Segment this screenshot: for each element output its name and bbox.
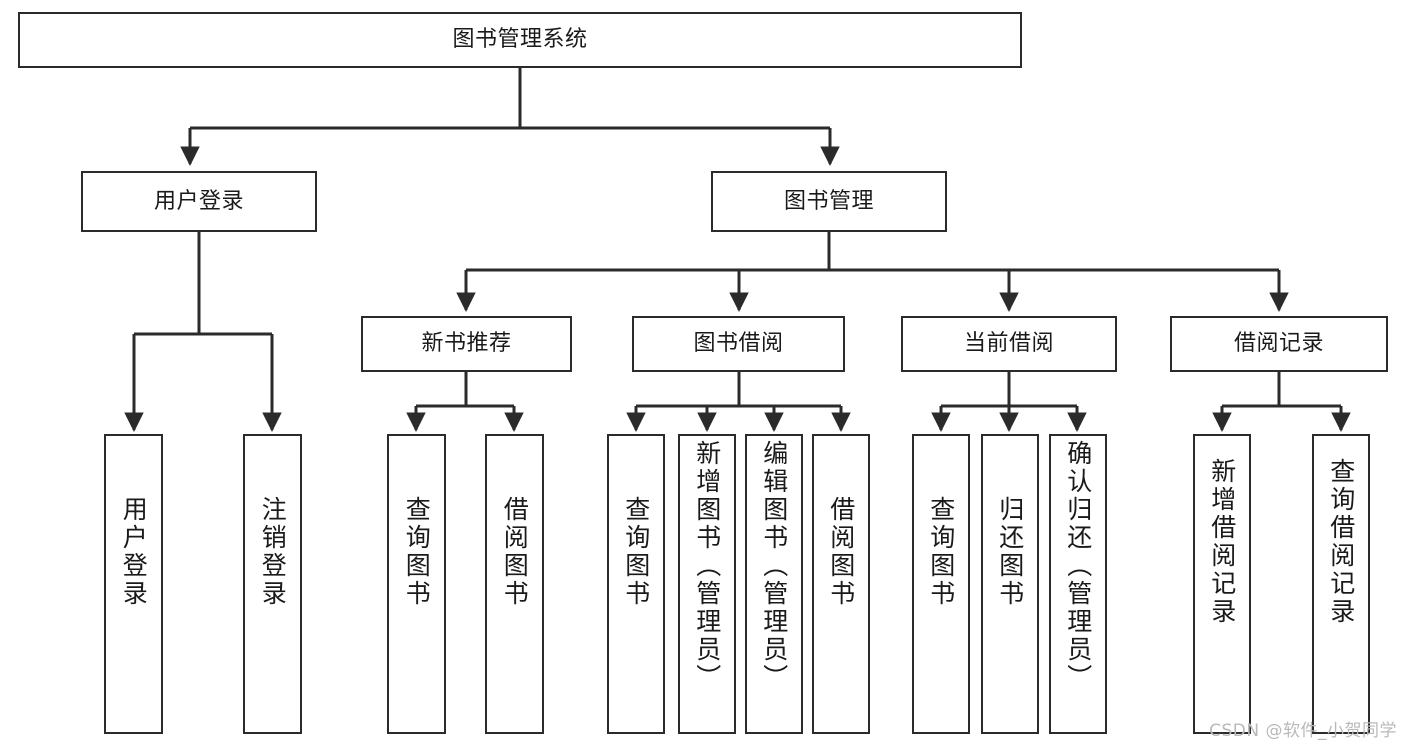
node-leaf-logout-label: 注销登录 [258,496,288,608]
node-leaf-user-login-label: 用户登录 [119,496,149,608]
node-leaf-add-book[interactable]: 新增图书（管理员） [678,434,736,734]
node-book-borrow[interactable]: 图书借阅 [632,316,845,372]
node-new-book-recommend-label: 新书推荐 [421,331,512,357]
node-leaf-borrow-book[interactable]: 借阅图书 [812,434,870,734]
node-leaf-add-record[interactable]: 新增借阅记录 [1193,434,1251,734]
node-leaf-return-book-label: 归还图书 [995,496,1025,608]
node-leaf-query-record[interactable]: 查询借阅记录 [1312,434,1370,734]
node-leaf-borrow-book-new-label: 借阅图书 [500,496,530,608]
node-leaf-borrow-book-new[interactable]: 借阅图书 [485,434,544,734]
node-root[interactable]: 图书管理系统 [18,12,1022,68]
node-book-management[interactable]: 图书管理 [711,171,947,232]
node-book-management-label: 图书管理 [783,188,874,214]
node-leaf-user-login[interactable]: 用户登录 [104,434,163,734]
node-leaf-query-book-current[interactable]: 查询图书 [912,434,970,734]
node-current-borrow[interactable]: 当前借阅 [901,316,1117,372]
node-leaf-return-book[interactable]: 归还图书 [981,434,1039,734]
node-borrow-records-label: 借阅记录 [1233,331,1324,357]
node-leaf-query-book-borrow-label: 查询图书 [621,496,651,608]
node-leaf-confirm-return[interactable]: 确认归还（管理员） [1049,434,1107,734]
node-borrow-records[interactable]: 借阅记录 [1170,316,1388,372]
node-book-borrow-label: 图书借阅 [693,331,784,357]
node-leaf-query-book-new-label: 查询图书 [402,496,432,608]
node-leaf-query-book-new[interactable]: 查询图书 [387,434,446,734]
node-leaf-confirm-return-label: 确认归还（管理员） [1063,440,1093,692]
node-user-login[interactable]: 用户登录 [81,171,317,232]
node-new-book-recommend[interactable]: 新书推荐 [361,316,572,372]
node-leaf-edit-book-label: 编辑图书（管理员） [759,440,789,692]
node-leaf-add-record-label: 新增借阅记录 [1207,458,1237,626]
node-current-borrow-label: 当前借阅 [963,331,1054,357]
node-leaf-borrow-book-label: 借阅图书 [826,496,856,608]
node-leaf-query-book-current-label: 查询图书 [926,496,956,608]
node-leaf-edit-book[interactable]: 编辑图书（管理员） [745,434,803,734]
node-leaf-logout[interactable]: 注销登录 [243,434,302,734]
node-leaf-query-record-label: 查询借阅记录 [1326,458,1356,626]
node-user-login-label: 用户登录 [153,188,244,214]
node-root-label: 图书管理系统 [452,27,588,53]
node-leaf-query-book-borrow[interactable]: 查询图书 [607,434,665,734]
node-leaf-add-book-label: 新增图书（管理员） [692,440,722,692]
